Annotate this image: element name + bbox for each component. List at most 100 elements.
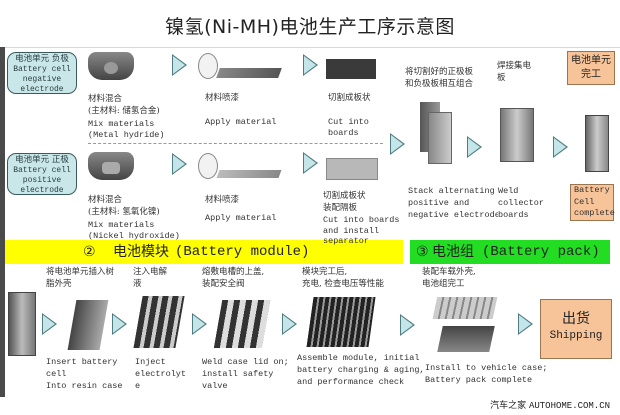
band-label-en: (Battery module) — [175, 244, 310, 260]
step-en: valve — [202, 381, 228, 389]
positive-electrode-start-box: 电池单元 正极 Battery cell positive electrode — [7, 153, 77, 195]
step-en: Mix materials — [88, 220, 155, 230]
top-divider — [5, 47, 620, 48]
flow-arrow-icon — [192, 313, 207, 335]
flow-arrow-icon — [172, 153, 187, 175]
complete-en: Cell — [574, 196, 595, 207]
flow-arrow-icon — [303, 152, 318, 174]
step-en: boards — [498, 210, 529, 221]
step-en: boards — [328, 128, 359, 138]
step-en: collector — [498, 198, 544, 208]
start-box-en: negative — [22, 75, 62, 84]
step-en: and install — [323, 226, 380, 236]
step-en: Weld case lid on; — [202, 357, 289, 367]
start-box-en: positive — [22, 176, 62, 185]
step-en: and performance check — [297, 377, 405, 387]
step-en: Battery pack complete — [425, 375, 533, 385]
light-board-illustration — [326, 158, 378, 180]
band-label-cn: 电池模块 — [113, 244, 169, 260]
welded-cell-illustration — [500, 108, 534, 162]
step-cn: 液 — [133, 279, 142, 289]
step-cn: 材料混合 — [88, 94, 123, 104]
step-cn: 材料喷漆 — [205, 195, 240, 205]
mixer-content-illustration — [104, 62, 118, 74]
step-en: cell — [46, 369, 67, 379]
flow-arrow-icon — [518, 313, 533, 335]
battery-module-band: ② 电池模块 (Battery module) — [5, 240, 403, 264]
page-title: 镍氢(Ni-MH)电池生产工序示意图 — [165, 16, 455, 38]
step-cn: 装配安全阀 — [202, 279, 245, 289]
shipping-cn: 出货 — [562, 311, 590, 327]
dark-board-illustration — [326, 59, 376, 79]
module-illustration — [306, 297, 376, 347]
step-en: battery charging & aging, — [297, 365, 425, 375]
step-en: electrolyt — [135, 369, 187, 379]
battery-cell-illustration — [585, 115, 609, 172]
step-en: Mix materials — [88, 119, 155, 129]
negative-electrode-start-box: 电池单元 负极 Battery cell negative electrode — [7, 52, 77, 94]
electrolyte-illustration — [133, 296, 185, 348]
lid-weld-illustration — [213, 300, 271, 348]
complete-en: complete — [574, 208, 615, 218]
start-box-en: electrode — [20, 85, 64, 94]
step-en: Apply material — [205, 117, 277, 127]
flow-arrow-icon — [400, 314, 415, 336]
flow-arrow-icon — [42, 313, 57, 335]
band-number: ③ — [416, 244, 429, 260]
band-label-en: (Battery pack) — [482, 244, 600, 260]
step-en: Stack alternating — [408, 186, 495, 196]
complete-cn: 完工 — [581, 69, 601, 80]
step-cn: 将切割好的正极板 — [405, 67, 474, 77]
step-en: separator — [323, 236, 369, 246]
watermark-en: AUTOHOME.COM.CN — [528, 401, 610, 411]
complete-en: Battery — [574, 185, 610, 195]
step-cn: 装配隔板 — [323, 203, 358, 213]
coating-roll-illustration — [198, 153, 218, 179]
step-cn: (主材料: 氢氧化镍) — [88, 207, 160, 217]
step-en: Insert battery — [46, 357, 118, 367]
step-cn: 材料喷漆 — [205, 93, 240, 103]
flow-arrow-icon — [172, 54, 187, 76]
start-box-en: electrode — [20, 186, 64, 195]
step-en: Assemble module, initial — [297, 353, 420, 363]
step-en: negative electrodes — [408, 210, 505, 220]
battery-cell-complete-box: 电池单元 完工 — [567, 51, 615, 85]
start-box-en: Battery cell — [13, 65, 71, 74]
step-cn: 和负极板相互组合 — [405, 79, 474, 89]
battery-pack-illustration — [432, 297, 498, 319]
row-divider — [88, 143, 383, 144]
left-frame-bar — [0, 47, 5, 397]
watermark: 汽车之家 AUTOHOME.COM.CN — [490, 398, 610, 411]
step-en: positive and — [408, 198, 470, 208]
step-en: install safety — [202, 369, 274, 379]
watermark-cn: 汽车之家 — [490, 401, 527, 411]
battery-cell-illustration — [8, 292, 36, 356]
flow-arrow-icon — [112, 313, 127, 335]
coating-roll-illustration — [198, 53, 218, 79]
step-en: (Metal hydride) — [88, 130, 165, 140]
step-cn: (主材料: 储氢合金) — [88, 106, 160, 116]
shipping-box: 出货 Shipping — [540, 299, 612, 359]
start-box-cn: 电池单元 负极 — [15, 54, 69, 64]
step-cn: 脂外壳 — [46, 279, 72, 289]
step-en: e — [135, 381, 141, 389]
step-en: Cut into — [328, 117, 369, 127]
step-cn: 注入电解 — [133, 267, 168, 277]
flow-arrow-icon — [390, 133, 405, 155]
flow-arrow-icon — [467, 136, 482, 158]
step-cn: 板 — [497, 73, 506, 83]
step-cn: 装配车载外壳, — [422, 267, 476, 277]
step-cn: 切割成板状 — [323, 191, 366, 201]
step-cn: 焊接集电 — [497, 61, 532, 71]
flow-arrow-icon — [303, 54, 318, 76]
battery-pack-band: ③ 电池组 (Battery pack) — [410, 240, 610, 264]
complete-cn: 电池单元 — [571, 55, 611, 66]
step-en: (Nickel hydroxide) — [88, 231, 180, 241]
stacked-plates-illustration — [428, 112, 452, 164]
resin-case-illustration — [67, 300, 109, 350]
start-box-cn: 电池单元 正极 — [15, 155, 69, 165]
battery-cell-complete-en-box: Battery Cell complete — [570, 184, 615, 221]
step-en: Install to vehicle case; — [425, 363, 548, 373]
step-cn: 电池组完工 — [422, 279, 465, 289]
step-en: Cut into boards — [323, 215, 400, 225]
